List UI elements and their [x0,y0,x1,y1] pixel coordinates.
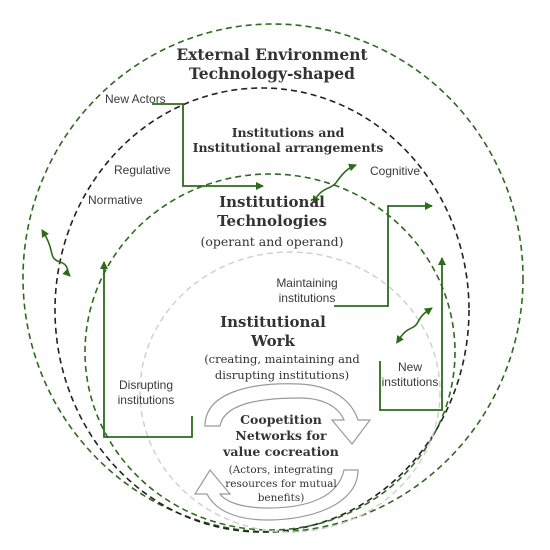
coopetition-title-line3: value cocreation [222,444,339,459]
institutions-subtitle: Institutional arrangements [193,140,384,155]
new-institutions-label-line1: New [398,360,422,374]
maintaining-label-line2: institutions [279,291,336,305]
regulative-label: Regulative [114,163,171,177]
cycle-arrow-top [204,383,372,445]
new-actors-label: New Actors [105,92,166,106]
institutions-title: Institutions and [232,125,345,140]
institutional-work-subtitle: Work [250,332,296,350]
new-institutions-arrow [379,257,446,411]
institutional-technologies-subtitle: Technologies [217,212,327,230]
coopetition-note-line1: (Actors, integrating [229,464,334,476]
cognitive-label: Cognitive [370,164,420,178]
institutional-work-note-line2: disrupting institutions) [215,368,349,382]
new-actors-arrow [152,103,264,190]
interaction-arrow-right [396,307,433,344]
external-environment-title: External Environment [176,45,368,64]
external-environment-subtitle: Technology-shaped [189,64,355,83]
institutional-technologies-title: Institutional [219,193,325,211]
institutional-work-note-line1: (creating, maintaining and [204,352,360,366]
institutional-work-title: Institutional [220,313,326,331]
disrupting-institutions-label-line2: institutions [118,393,175,407]
coopetition-note-line3: benefits) [258,492,305,504]
coopetition-note-line2: resources for mutual [225,478,337,490]
institutional-technologies-circle [84,173,456,531]
normative-label: Normative [88,193,143,207]
maintaining-institutions-arrow [334,202,433,307]
disrupting-institutions-label-line1: Disrupting [119,378,173,392]
coopetition-title-line2: Networks for [235,428,327,443]
coopetition-title-line1: Coopetition [240,412,322,427]
interaction-arrow-left [41,228,71,277]
cycle-arrow-bottom [193,468,359,521]
institutional-technologies-note: (operant and operand) [200,234,343,249]
new-institutions-label-line2: institutions [382,375,439,389]
interaction-arrow-top-right [312,163,357,204]
institutional-work-circle [139,251,441,533]
institutions-circle [54,87,470,533]
maintaining-label-line1: Maintaining [276,276,337,290]
disrupting-institutions-arrow [100,261,193,438]
